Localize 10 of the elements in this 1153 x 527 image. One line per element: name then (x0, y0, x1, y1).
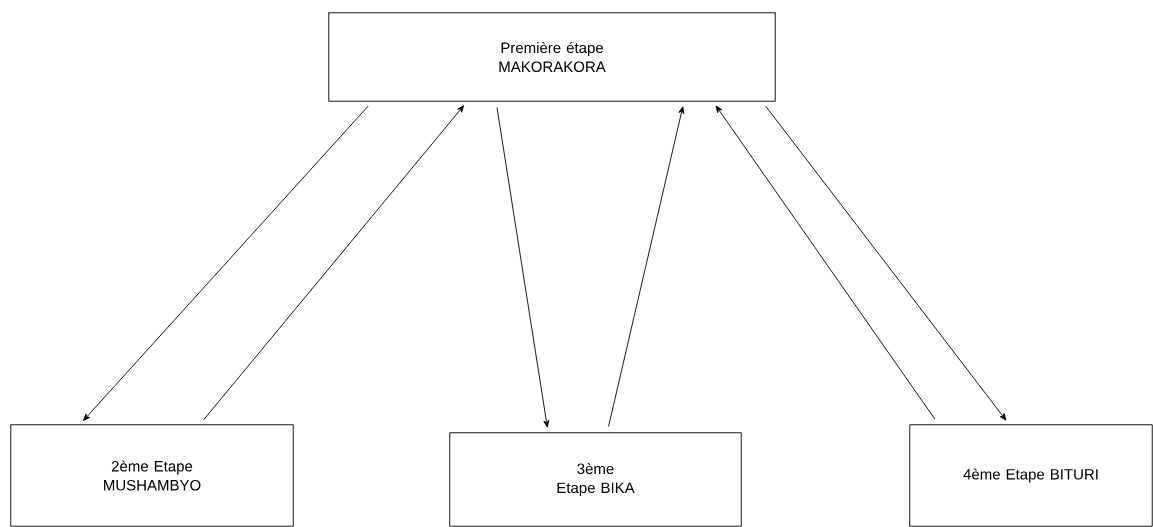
arrow (765, 106, 1007, 421)
step-box: 2ème Etape MUSHAMBYO (10, 424, 294, 527)
arrow (83, 105, 369, 421)
arrow (496, 107, 550, 428)
step-box: 3ème Etape BIKA (449, 432, 742, 527)
arrow (608, 106, 685, 427)
step-box: 4ème Etape BITURI (909, 424, 1153, 527)
step-box: Première étape MAKORAKORA (328, 12, 776, 102)
arrow (203, 105, 465, 421)
arrow (715, 105, 936, 420)
